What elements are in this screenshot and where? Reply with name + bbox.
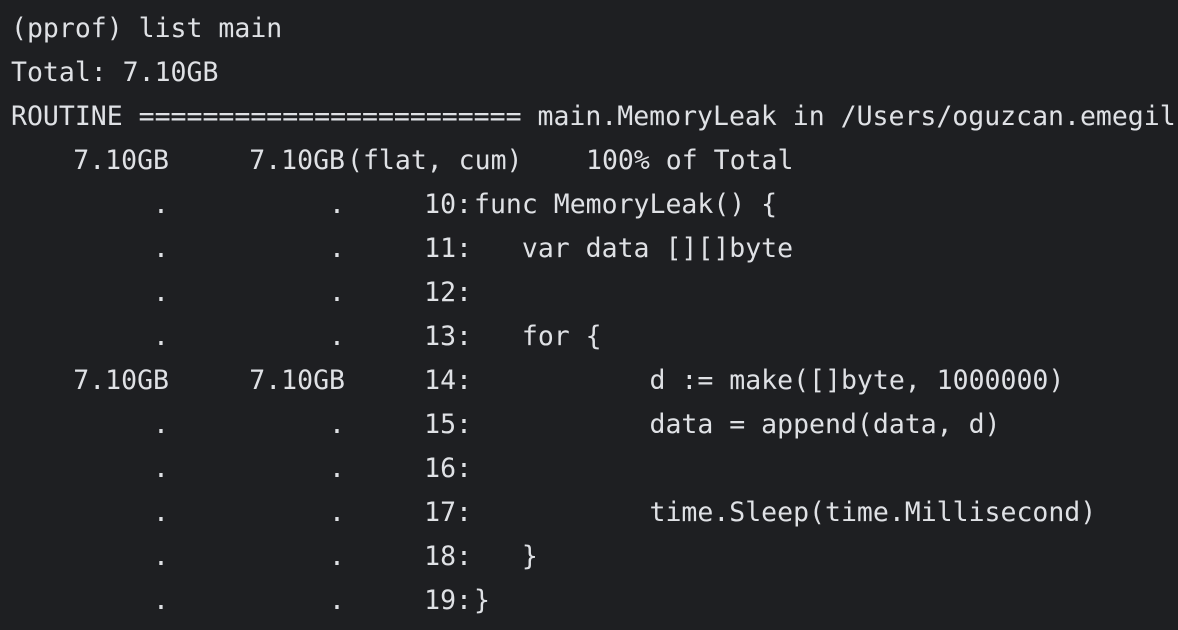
row-cum: . [329, 189, 345, 220]
source-row: . . 13: for { [0, 315, 1178, 359]
row-cum: . [329, 497, 345, 528]
row-code: time.Sleep(time.Millisecond) [474, 497, 1097, 528]
header-flat: 7.10GB [73, 145, 169, 176]
source-row: . . 10: func MemoryLeak() { [0, 183, 1178, 227]
row-line-number: 18: [424, 541, 472, 572]
summary-header: 7.10GB 7.10GB (flat, cum) 100% of Total [0, 139, 1178, 183]
row-line-number: 15: [424, 409, 472, 440]
row-code: d := make([]byte, 1000000) [474, 365, 1065, 396]
row-line-number: 10: [424, 189, 472, 220]
row-code: func MemoryLeak() { [474, 189, 778, 220]
header-label: (flat, cum) [347, 145, 523, 176]
source-row: 7.10GB 7.10GB 14: d := make([]byte, 1000… [0, 359, 1178, 403]
row-code: var data [][]byte [474, 233, 794, 264]
row-flat: . [153, 453, 169, 484]
row-line-number: 12: [424, 277, 472, 308]
row-flat: . [153, 497, 169, 528]
row-line-number: 16: [424, 453, 472, 484]
source-row: . . 17: time.Sleep(time.Millisecond) [0, 491, 1178, 535]
total-text: Total: 7.10GB [11, 57, 219, 88]
row-flat: . [153, 541, 169, 572]
source-row: . . 19: } [0, 579, 1178, 623]
row-cum: . [329, 233, 345, 264]
row-flat: . [153, 409, 169, 440]
row-code: } [474, 585, 490, 616]
row-cum: . [329, 453, 345, 484]
row-cum: . [329, 541, 345, 572]
source-row: . . 18: } [0, 535, 1178, 579]
routine-text: ROUTINE ======================== main.Me… [11, 101, 1176, 132]
row-flat: 7.10GB [73, 365, 169, 396]
row-cum: . [329, 409, 345, 440]
row-cum: . [329, 321, 345, 352]
row-line-number: 14: [424, 365, 472, 396]
total-line: Total: 7.10GB [0, 51, 1178, 95]
command-line: (pprof) list main [0, 7, 1178, 51]
row-line-number: 11: [424, 233, 472, 264]
row-cum: . [329, 277, 345, 308]
source-row: . . 16: [0, 447, 1178, 491]
row-flat: . [153, 233, 169, 264]
row-code: } [474, 541, 538, 572]
row-cum: 7.10GB [249, 365, 345, 396]
row-line-number: 19: [424, 585, 472, 616]
row-flat: . [153, 189, 169, 220]
source-row: . . 12: [0, 271, 1178, 315]
row-flat: . [153, 585, 169, 616]
pprof-command: (pprof) list main [11, 13, 283, 44]
row-cum: . [329, 585, 345, 616]
routine-line: ROUTINE ======================== main.Me… [0, 95, 1178, 139]
row-code: data = append(data, d) [474, 409, 1001, 440]
row-line-number: 17: [424, 497, 472, 528]
row-flat: . [153, 321, 169, 352]
source-row: . . 11: var data [][]byte [0, 227, 1178, 271]
source-row: . . 15: data = append(data, d) [0, 403, 1178, 447]
header-cum: 7.10GB [249, 145, 345, 176]
row-flat: . [153, 277, 169, 308]
row-line-number: 13: [424, 321, 472, 352]
row-code: for { [474, 321, 602, 352]
header-percent: 100% of Total [586, 145, 794, 176]
